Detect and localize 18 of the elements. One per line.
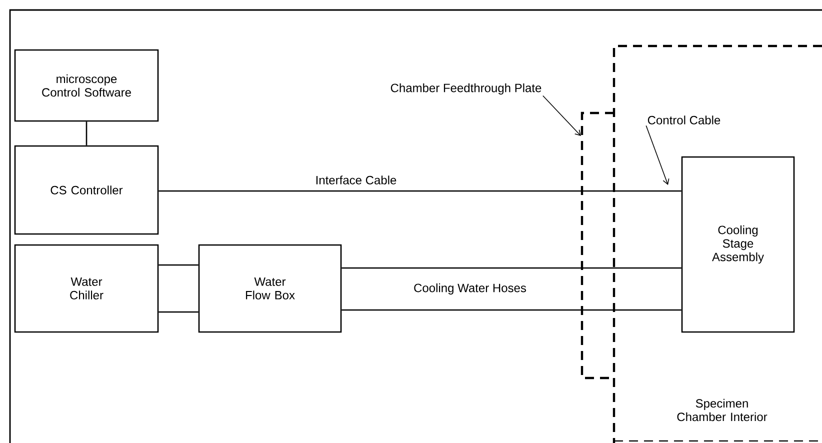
leader-line <box>542 95 581 136</box>
connector-line <box>342 309 682 311</box>
process-box: Water Chiller <box>14 244 159 333</box>
leader-line <box>646 125 670 185</box>
edge-label: Interface Cable <box>314 174 398 186</box>
connector-line <box>158 264 198 266</box>
edge-label: Cooling Water Hoses <box>412 282 528 296</box>
connector-line <box>158 190 682 192</box>
process-box: CS Controller <box>14 145 159 235</box>
process-box: Cooling Stage Assembly <box>681 156 795 333</box>
region-label: Specimen Chamber Interior <box>677 398 768 422</box>
callout-text: Chamber Feedthrough Plate <box>390 83 542 95</box>
process-box: microscope Control Software <box>14 49 159 122</box>
connector-line <box>86 122 88 146</box>
process-box: Water Flow Box <box>198 244 342 333</box>
connector-line <box>158 311 198 313</box>
connector-line <box>342 267 682 269</box>
callout-text: Control Cable <box>648 116 720 124</box>
